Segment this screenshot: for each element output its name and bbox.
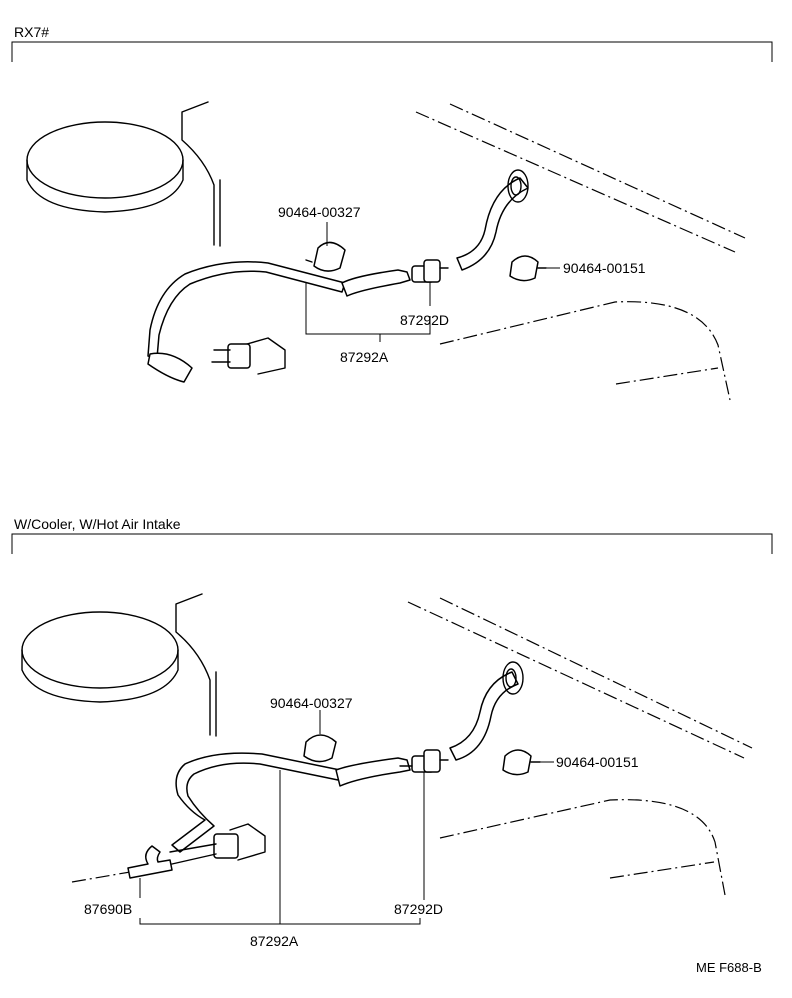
label-90464-00151: 90464-00151: [563, 260, 646, 276]
clip-90464-00151: [502, 749, 541, 776]
label-87292d: 87292D: [394, 901, 443, 917]
section-cooler-hot-air: W/Cooler, W/Hot Air Intake: [11, 516, 773, 949]
clip-90464-00151: [509, 255, 547, 282]
section-rx7: RX7#: [11, 24, 773, 401]
air-cleaner-housing: [26, 101, 221, 247]
hose-87690b: [127, 845, 173, 879]
section-bracket: [11, 41, 773, 62]
hose-87292a: [171, 752, 411, 853]
label-90464-00327: 90464-00327: [278, 204, 361, 220]
body-panel-lines: [415, 103, 746, 401]
air-cleaner-housing: [21, 593, 217, 737]
hose-to-grommet: [449, 661, 524, 761]
section-title-rx7: RX7#: [14, 24, 49, 40]
label-87292a: 87292A: [250, 933, 299, 949]
hose-87292a: [147, 261, 411, 383]
leader-lines: [305, 222, 560, 342]
joint-87292d: [399, 749, 449, 773]
label-90464-00151: 90464-00151: [556, 754, 639, 770]
hose-to-grommet: [456, 169, 529, 271]
label-87292a: 87292A: [340, 349, 389, 365]
body-panel-lines: [71, 597, 753, 896]
section-title-cooler: W/Cooler, W/Hot Air Intake: [14, 516, 181, 532]
label-87292d: 87292D: [400, 312, 449, 328]
clip-90464-00327: [303, 734, 337, 763]
label-90464-00327: 90464-00327: [270, 695, 353, 711]
leader-lines: [139, 710, 554, 925]
vacuum-connector: [211, 337, 286, 375]
vacuum-connector: [169, 823, 266, 865]
label-87690b: 87690B: [84, 901, 132, 917]
joint-87292d: [411, 259, 449, 283]
clip-90464-00327: [305, 241, 346, 272]
footer-code: ME F688-B: [696, 960, 762, 975]
